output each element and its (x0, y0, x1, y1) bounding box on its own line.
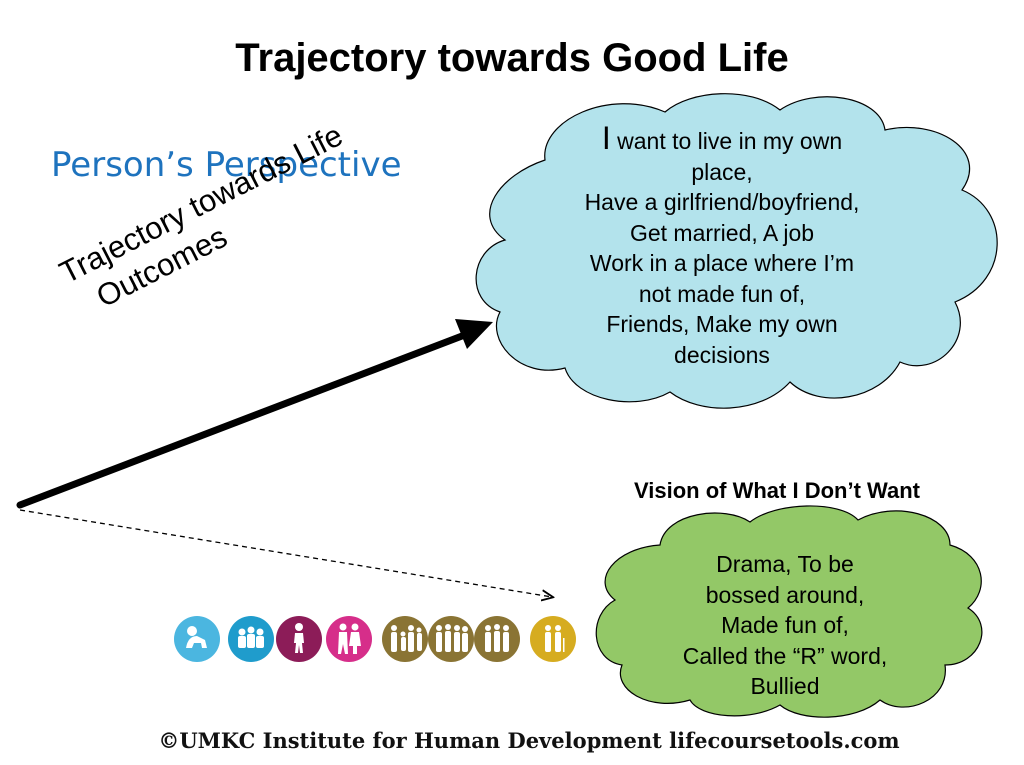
good-life-first-letter: I (601, 120, 611, 156)
young-adults-icon (326, 616, 372, 662)
perspective-subtitle: Person’s Perspective (51, 145, 402, 185)
dont-want-line: Made fun of, (721, 612, 849, 638)
trajectory-arrow (16, 332, 466, 509)
good-life-line: decisions (674, 341, 770, 368)
good-life-line: Have a girlfriend/boyfriend, (584, 189, 860, 215)
dont-want-line: Bullied (750, 673, 820, 699)
family-icon (382, 616, 428, 662)
elderly-couple-icon (530, 616, 576, 662)
good-life-line: Work in a place where I’m (589, 250, 855, 276)
dont-want-cloud (595, 505, 983, 718)
good-life-text: I want to live in my own place, Have a g… (542, 120, 902, 370)
page-title: Trajectory towards Good Life (235, 36, 789, 80)
good-life-line: Friends, Make my own (606, 311, 838, 337)
teen-icon (276, 616, 322, 662)
dont-want-heading: Vision of What I Don’t Want (634, 478, 920, 503)
dont-want-text: Drama, To be bossed around, Made fun of,… (640, 549, 930, 702)
baby-icon (174, 616, 220, 662)
good-life-cloud (475, 93, 998, 409)
dont-want-line: Drama, To be (716, 551, 854, 577)
good-life-line: place, (691, 158, 753, 185)
working-adults-icon (474, 616, 520, 662)
good-life-line: Get married, A job (629, 219, 815, 246)
dont-want-line: bossed around, (705, 581, 865, 608)
good-life-line: I want to live in my own (542, 120, 902, 157)
good-life-line: not made fun of, (638, 280, 806, 307)
trajectory-arrowhead (455, 319, 493, 349)
adults-group-icon (428, 616, 474, 662)
good-life-line-rest: want to live in my own (610, 128, 843, 154)
children-icon (228, 616, 274, 662)
copyright-footer: ©UMKC Institute for Human Development li… (158, 728, 900, 753)
dashed-trajectory-arrow (19, 509, 552, 597)
dont-want-line: Called the “R” word, (682, 642, 888, 669)
